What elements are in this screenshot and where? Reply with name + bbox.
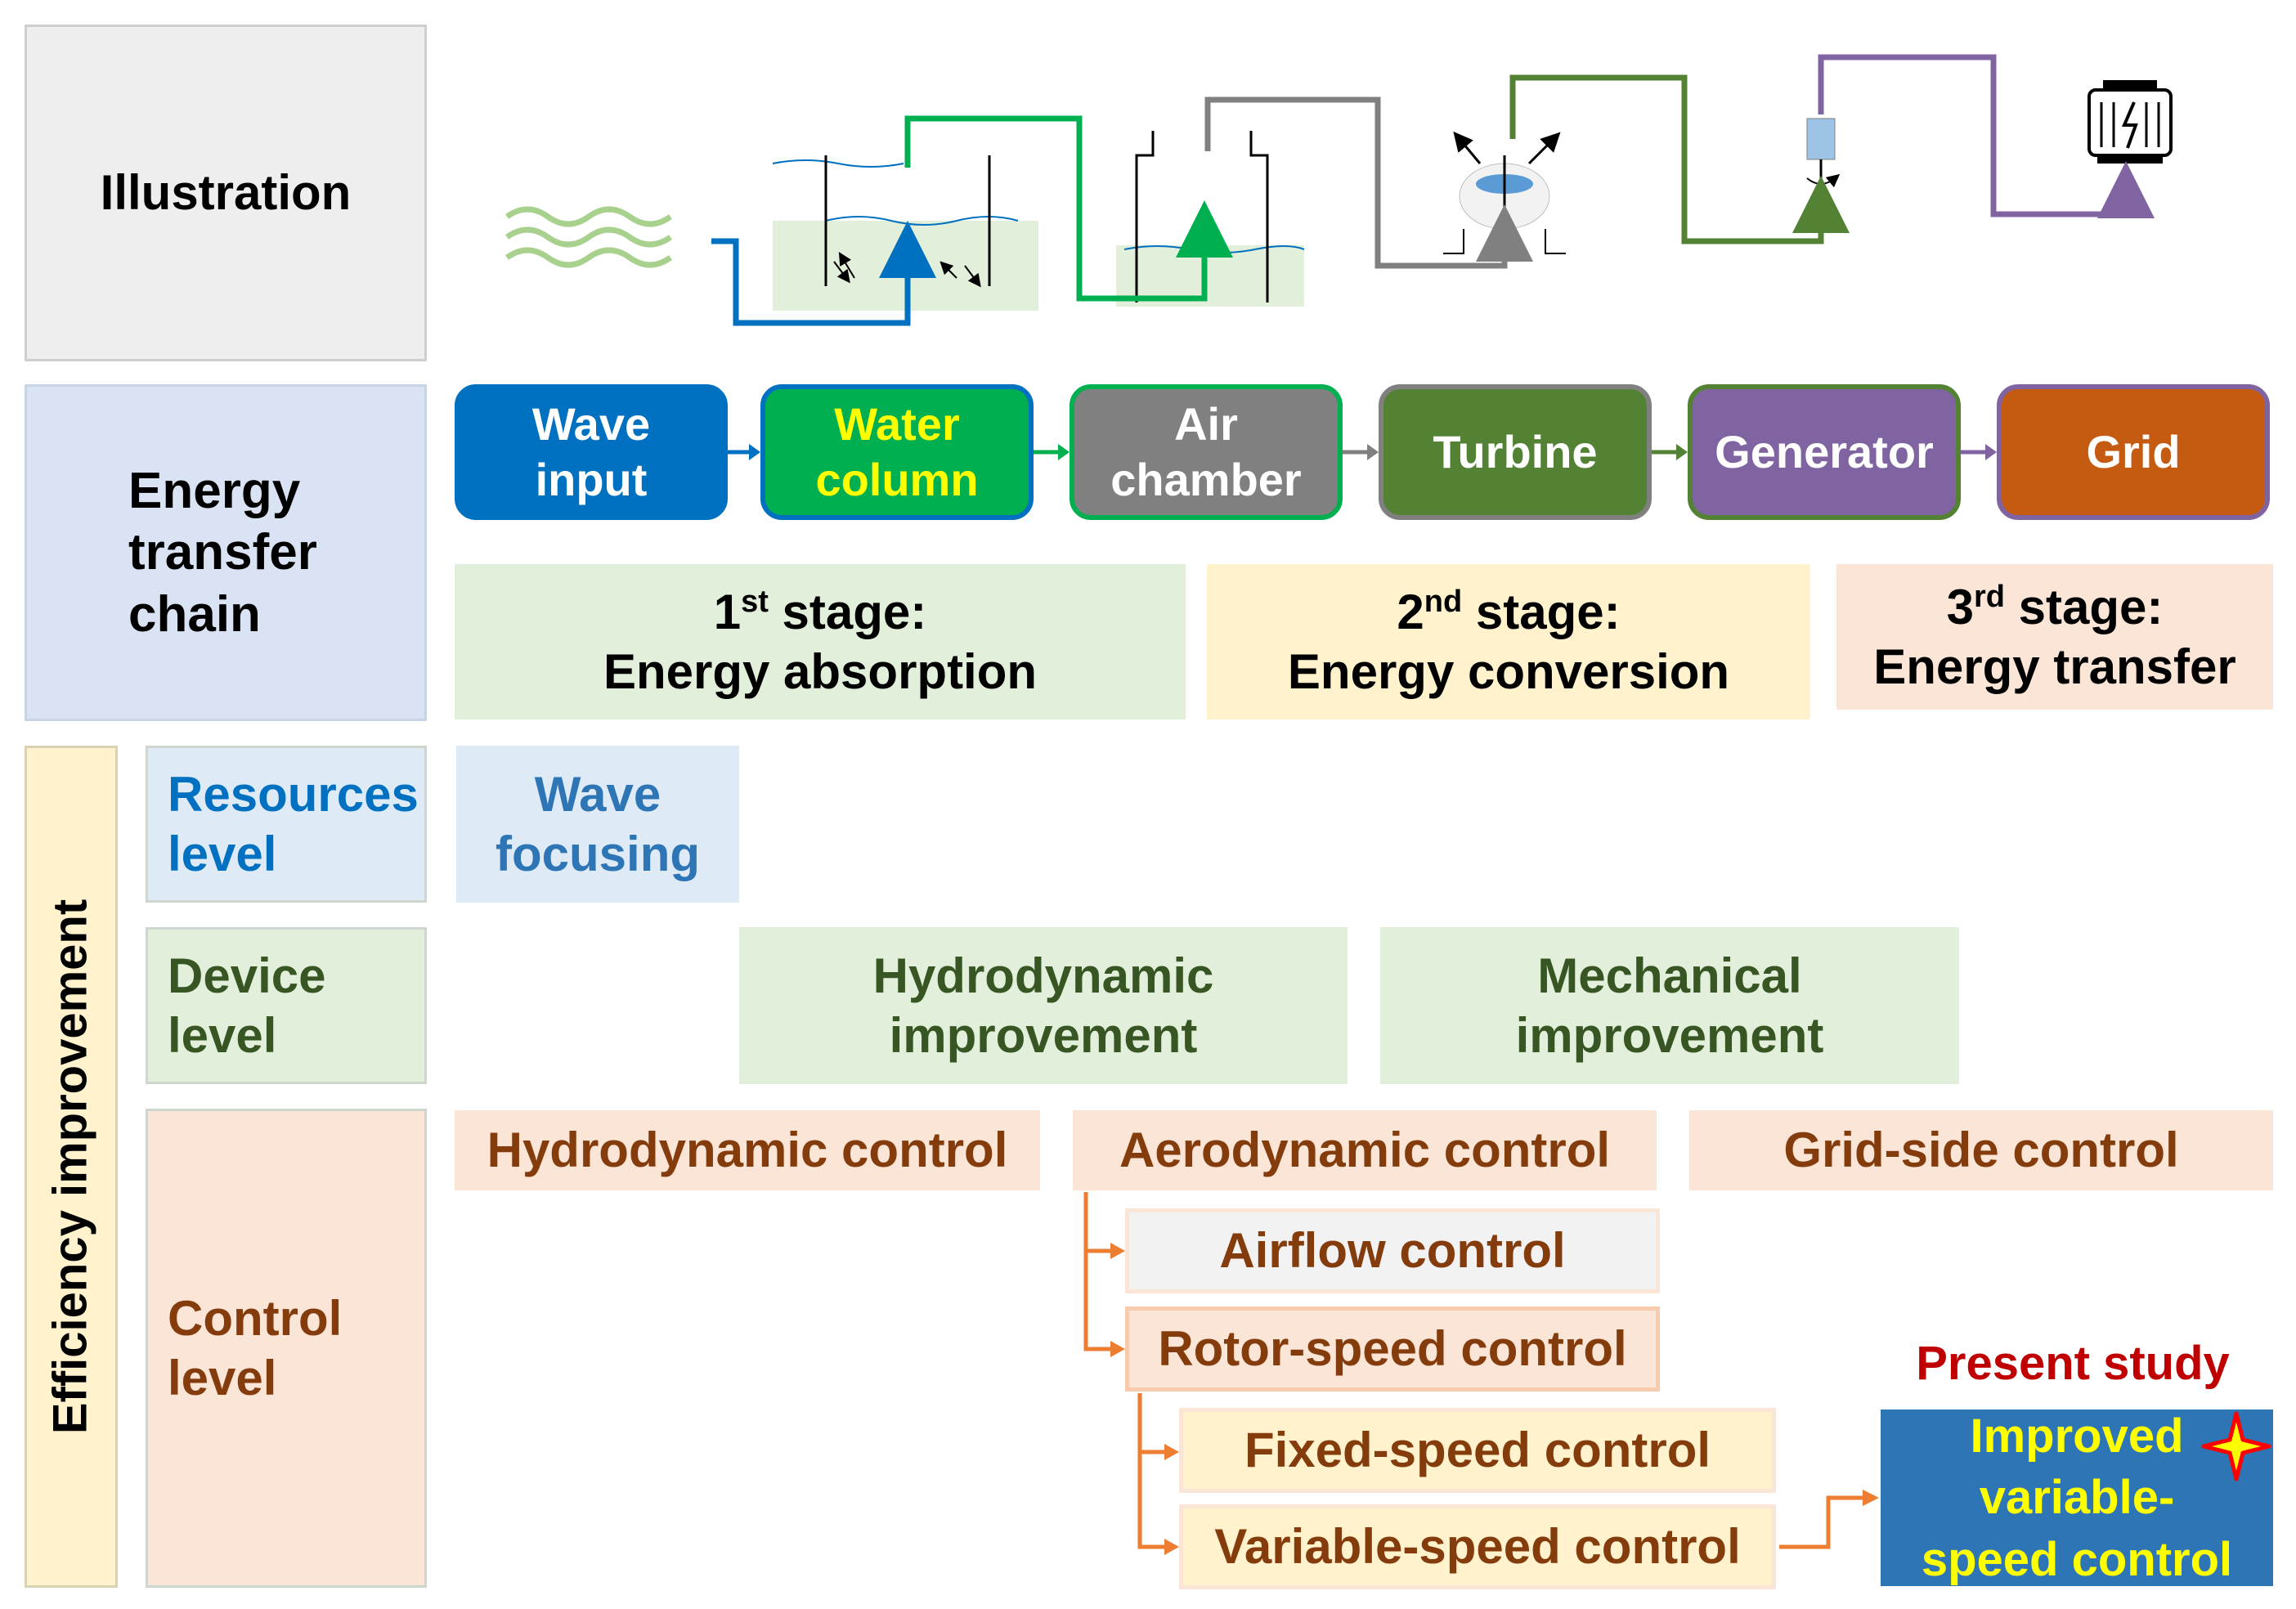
flow-line-dark-green	[1509, 74, 1850, 244]
stage-1: 1st stage: Energy absorption	[455, 564, 1186, 719]
improved-variable-speed-control-box: Improved variable- speed control	[1881, 1410, 2273, 1586]
row-label-efficiency-improvement: Efficiency improvement	[25, 746, 118, 1588]
level-label-resources: Resources level	[146, 746, 427, 903]
chain-node-line-1: Air	[1174, 397, 1238, 450]
chain-arrow	[724, 444, 760, 460]
chain-arrow	[1343, 444, 1379, 460]
airflow-control-box: Airflow control	[1125, 1208, 1660, 1293]
chain-node-turbine: Turbine	[1379, 384, 1652, 520]
flow-line-gray	[1204, 96, 1533, 269]
chain-label-line-1: Energy	[128, 462, 301, 519]
flow-line-purple	[1818, 54, 2155, 218]
level-label-control: Control level	[146, 1109, 427, 1588]
chain-label-line-2: transfer	[128, 524, 317, 581]
chain-node-line-1: Water	[834, 397, 960, 450]
stage-3: 3rd stage: Energy transfer	[1836, 564, 2273, 710]
chain-node-line-1: Generator	[1715, 425, 1934, 477]
flow-line-blue	[711, 221, 936, 326]
chain-node-line-1: Turbine	[1433, 425, 1598, 477]
chain-node-line-2: chamber	[1110, 454, 1302, 505]
waves-icon	[504, 206, 673, 268]
rotor-speed-control-box: Rotor-speed control	[1125, 1306, 1660, 1392]
illustration-diagram	[504, 54, 2173, 326]
present-study-label: Present study	[1916, 1336, 2230, 1390]
chain-node-line-1: Grid	[2086, 425, 2181, 477]
chain-arrow	[1034, 444, 1070, 460]
row-label-illustration: Illustration	[25, 25, 427, 361]
variable-speed-control-box: Variable-speed control	[1179, 1504, 1776, 1589]
hydrodynamic-control-box: Hydrodynamic control	[455, 1110, 1040, 1190]
chain-arrow	[1961, 444, 1997, 460]
chain-node-line-1: Wave	[531, 397, 651, 450]
row-label-energy-transfer-chain: Energy transfer chain	[25, 384, 427, 721]
chain-node-line-2: column	[815, 454, 979, 505]
chain-node-grid: Grid	[1997, 384, 2270, 520]
mechanical-improvement-box: Mechanical improvement	[1380, 927, 1959, 1084]
chain-node-line-2: input	[535, 454, 648, 505]
transformer-icon	[2087, 80, 2173, 164]
star-icon	[2201, 1411, 2271, 1481]
flow-line-green	[904, 115, 1233, 302]
grid-side-control-box: Grid-side control	[1689, 1110, 2273, 1190]
level-label-device: Device level	[146, 927, 427, 1084]
wave-focusing-box: Wave focusing	[456, 746, 739, 903]
chain-node-generator: Generator	[1688, 384, 1961, 520]
aerodynamic-control-box: Aerodynamic control	[1073, 1110, 1657, 1190]
chain-label-line-3: chain	[128, 585, 261, 643]
fixed-speed-control-box: Fixed-speed control	[1179, 1408, 1776, 1493]
chain-arrow	[1652, 444, 1688, 460]
hydrodynamic-improvement-box: Hydrodynamic improvement	[739, 927, 1348, 1084]
stage-2: 2nd stage: Energy conversion	[1207, 564, 1810, 719]
